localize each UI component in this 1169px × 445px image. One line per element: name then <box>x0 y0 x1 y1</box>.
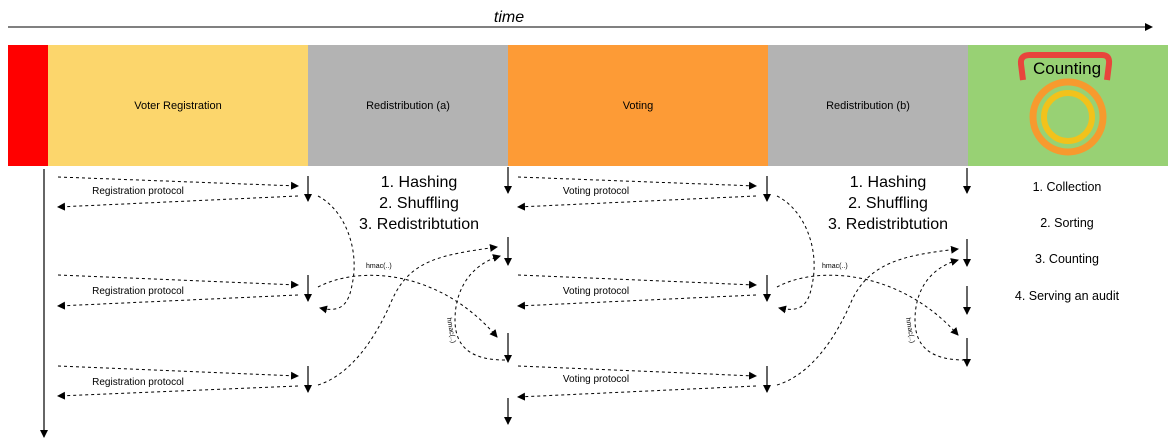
hmac-label-a1: hmac(..) <box>366 263 392 270</box>
phase-block-redistribution-b <box>768 45 968 166</box>
registration-exchanges: Registration protocol Registration proto… <box>57 176 299 400</box>
counting-step-2: 2. Sorting <box>1040 216 1094 230</box>
counting-scale-icon: Counting <box>1017 52 1113 156</box>
redistribution-a-step-1: 1. Hashing <box>381 174 458 191</box>
hmac-label-a2: hmac(..) <box>445 317 456 343</box>
phase-label-voting: Voting <box>623 100 654 112</box>
phase-block-redistribution-a <box>308 45 508 166</box>
counting-steps: 1. Collection 2. Sorting 3. Counting 4. … <box>1015 180 1120 303</box>
voting-protocol-label-2: Voting protocol <box>563 286 629 297</box>
counting-step-1: 1. Collection <box>1033 180 1102 194</box>
voting-exchanges: Voting protocol Voting protocol Voting p… <box>517 176 757 401</box>
phase-label-voter-registration: Voter Registration <box>134 100 221 112</box>
voting-protocol-label-1: Voting protocol <box>563 186 629 197</box>
redistribution-a-step-2: 2. Shuffling <box>379 195 459 212</box>
phase-block-voter-registration <box>48 45 308 166</box>
time-axis: time <box>8 9 1153 31</box>
phase-block-voting <box>508 45 768 166</box>
registration-protocol-label-3: Registration protocol <box>92 377 184 388</box>
redistribution-b-step-3: 3. Redistribtution <box>828 216 948 233</box>
hmac-label-b1: hmac(..) <box>822 263 848 270</box>
redistribution-a-steps: 1. Hashing 2. Shuffling 3. Redistribtuti… <box>359 174 479 233</box>
redistribution-a-step-3: 3. Redistribtution <box>359 216 479 233</box>
registration-protocol-label-1: Registration protocol <box>92 186 184 197</box>
phase-bar: Voter Registration Redistribution (a) Vo… <box>8 45 1168 166</box>
hmac-label-b2: hmac(..) <box>904 317 915 343</box>
phase-label-redistribution-b: Redistribution (b) <box>826 100 910 112</box>
phase-block-counting <box>968 45 1168 166</box>
redistribution-b-step-2: 2. Shuffling <box>848 195 928 212</box>
phase-label-redistribution-a: Redistribution (a) <box>366 100 450 112</box>
redistribution-b-step-1: 1. Hashing <box>850 174 927 191</box>
registration-protocol-label-2: Registration protocol <box>92 286 184 297</box>
phase-label-counting: Counting <box>1033 59 1101 78</box>
redistribution-b-steps: 1. Hashing 2. Shuffling 3. Redistribtuti… <box>828 174 948 233</box>
voting-protocol-label-3: Voting protocol <box>563 374 629 385</box>
counting-step-3: 3. Counting <box>1035 252 1099 266</box>
counting-step-4: 4. Serving an audit <box>1015 289 1120 303</box>
phase-block-start <box>8 45 48 166</box>
redistribution-a-curves: hmac(..) hmac(..) <box>317 195 506 386</box>
time-axis-label: time <box>494 9 524 26</box>
redistribution-b-curves: hmac(..) hmac(..) <box>776 195 966 386</box>
